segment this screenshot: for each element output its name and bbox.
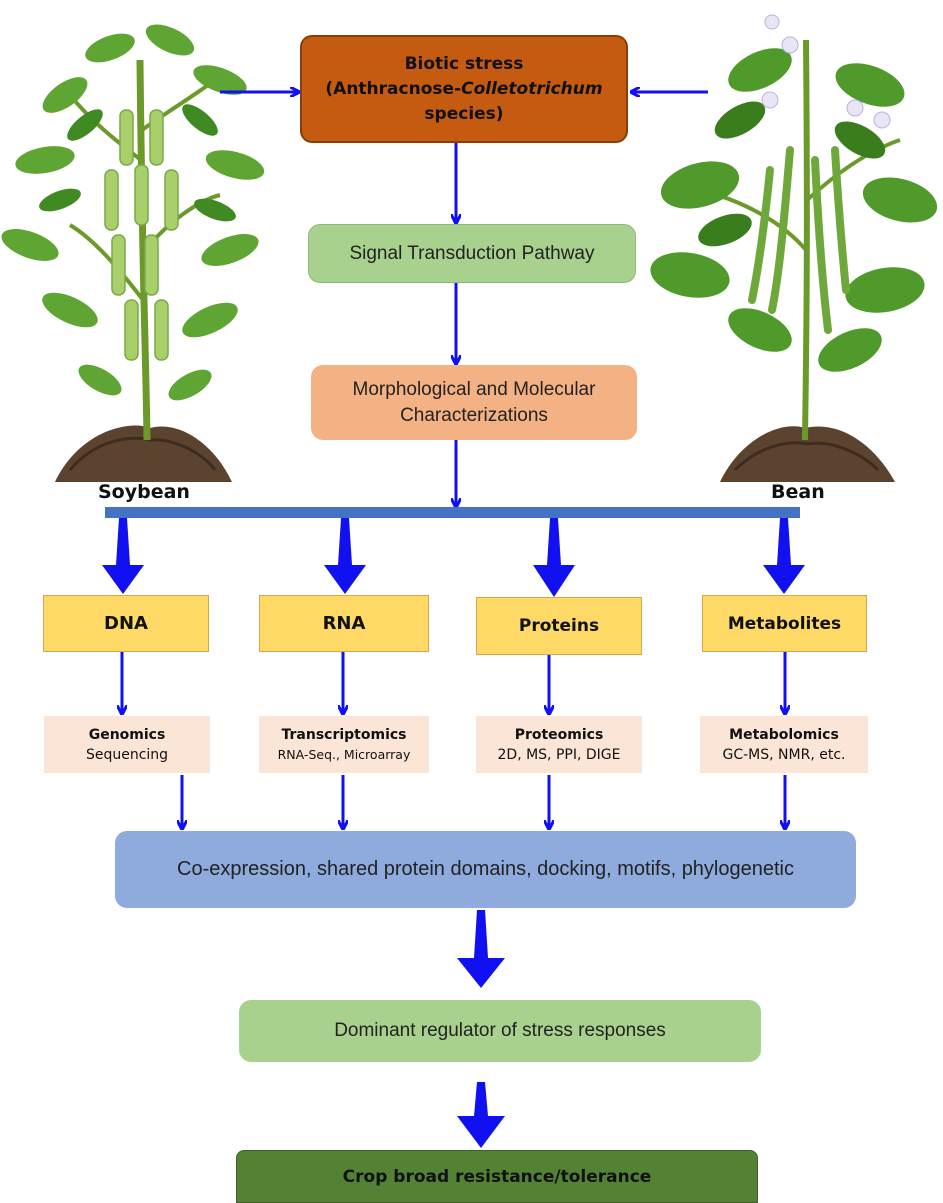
omics-box-transcriptomics: Transcriptomics RNA-Seq., Microarray bbox=[259, 716, 429, 773]
crop-resistance-box: Crop broad resistance/tolerance bbox=[236, 1150, 758, 1203]
omics-sub-metabolomics: GC-MS, NMR, etc. bbox=[722, 746, 846, 763]
dominant-regulator-label: Dominant regulator of stress responses bbox=[334, 1020, 666, 1041]
molecule-box-proteins: Proteins bbox=[476, 597, 642, 655]
thin-arrows bbox=[122, 92, 785, 828]
distribution-bar bbox=[105, 507, 800, 518]
omics-title-proteomics: Proteomics bbox=[514, 726, 604, 743]
signal-transduction-box: Signal Transduction Pathway bbox=[308, 224, 636, 283]
omics-title-metabolomics: Metabolomics bbox=[729, 726, 839, 743]
omics-title-transcriptomics: Transcriptomics bbox=[281, 726, 407, 743]
bean-plant-illustration bbox=[650, 14, 938, 482]
biotic-stress-title: Biotic stress bbox=[404, 53, 524, 74]
molecule-label-rna: RNA bbox=[322, 613, 366, 634]
block-arrows bbox=[102, 518, 805, 1148]
signal-transduction-label: Signal Transduction Pathway bbox=[349, 242, 595, 264]
biotic-stress-prefix: (Anthracnose- bbox=[325, 78, 462, 99]
morph-line-2: Characterizations bbox=[400, 404, 548, 426]
omics-sub-proteomics: 2D, MS, PPI, DIGE bbox=[497, 746, 621, 763]
omics-sub-transcriptomics: RNA-Seq., Microarray bbox=[277, 746, 411, 762]
crop-resistance-label: Crop broad resistance/tolerance bbox=[342, 1166, 652, 1187]
omics-sub-genomics: Sequencing bbox=[85, 746, 169, 763]
molecule-label-metabolites: Metabolites bbox=[727, 613, 842, 634]
morphological-molecular-box: Morphological and Molecular Characteriza… bbox=[311, 365, 637, 440]
omics-box-proteomics: Proteomics 2D, MS, PPI, DIGE bbox=[476, 716, 642, 773]
molecule-label-dna: DNA bbox=[104, 613, 148, 634]
coexpression-label: Co-expression, shared protein domains, d… bbox=[177, 858, 794, 880]
colletotrichum-italic: Colletotrichum bbox=[461, 78, 603, 99]
omics-title-genomics: Genomics bbox=[88, 726, 166, 743]
morph-line-1: Morphological and Molecular bbox=[352, 378, 596, 400]
biotic-stress-species: species) bbox=[424, 103, 504, 124]
molecule-box-dna: DNA bbox=[43, 595, 209, 652]
coexpression-box: Co-expression, shared protein domains, d… bbox=[115, 831, 856, 908]
molecule-label-proteins: Proteins bbox=[518, 616, 600, 636]
omics-box-metabolomics: Metabolomics GC-MS, NMR, etc. bbox=[700, 716, 868, 773]
bean-label: Bean bbox=[771, 481, 825, 503]
soybean-plant-illustration bbox=[1, 24, 265, 482]
soybean-label: Soybean bbox=[98, 481, 190, 503]
molecule-box-metabolites: Metabolites bbox=[702, 595, 867, 652]
biotic-stress-box: Biotic stress (Anthracnose-Colletotrichu… bbox=[300, 35, 628, 143]
omics-box-genomics: Genomics Sequencing bbox=[44, 716, 210, 773]
dominant-regulator-box: Dominant regulator of stress responses bbox=[239, 1000, 761, 1062]
molecule-box-rna: RNA bbox=[259, 595, 429, 652]
biotic-stress-pathogen: (Anthracnose-Colletotrichum bbox=[325, 77, 602, 102]
